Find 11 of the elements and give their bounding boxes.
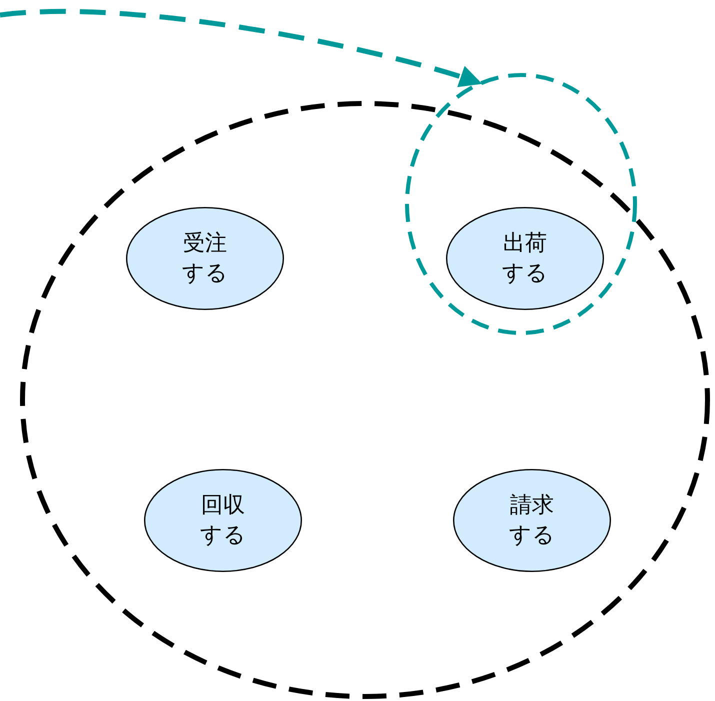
process-label: 請求する bbox=[508, 492, 556, 550]
dashed-focus-circle bbox=[405, 73, 637, 335]
dashed-boundary-ellipse bbox=[20, 101, 710, 699]
process-ellipse bbox=[446, 207, 604, 310]
process-label: 出荷する bbox=[502, 230, 548, 288]
process-label: 回収する bbox=[200, 492, 246, 550]
process-label: 受注する bbox=[182, 230, 228, 288]
process-ellipse bbox=[144, 469, 302, 572]
process-ellipse bbox=[453, 469, 611, 572]
dashed-arrow bbox=[0, 9, 482, 88]
process-ellipse bbox=[126, 207, 284, 310]
